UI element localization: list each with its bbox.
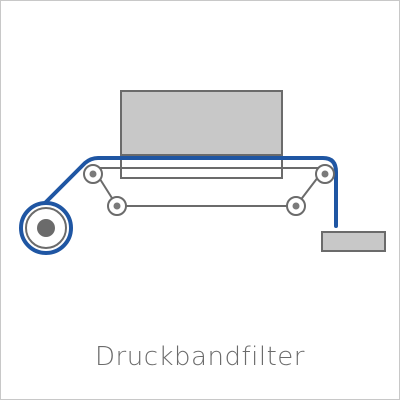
diagram-caption: Druckbandfilter bbox=[95, 342, 305, 372]
roller-top-right bbox=[315, 164, 335, 184]
supply-roll-core bbox=[37, 219, 55, 237]
press-plate bbox=[120, 154, 283, 179]
discharge-tray bbox=[321, 231, 386, 252]
druckbandfilter-diagram bbox=[19, 90, 386, 255]
roller-top-left bbox=[83, 164, 103, 184]
roller-bottom-left bbox=[107, 196, 127, 216]
lower-belt-loop bbox=[92, 167, 326, 207]
press-block bbox=[120, 90, 283, 156]
roller-bottom-right bbox=[286, 196, 306, 216]
